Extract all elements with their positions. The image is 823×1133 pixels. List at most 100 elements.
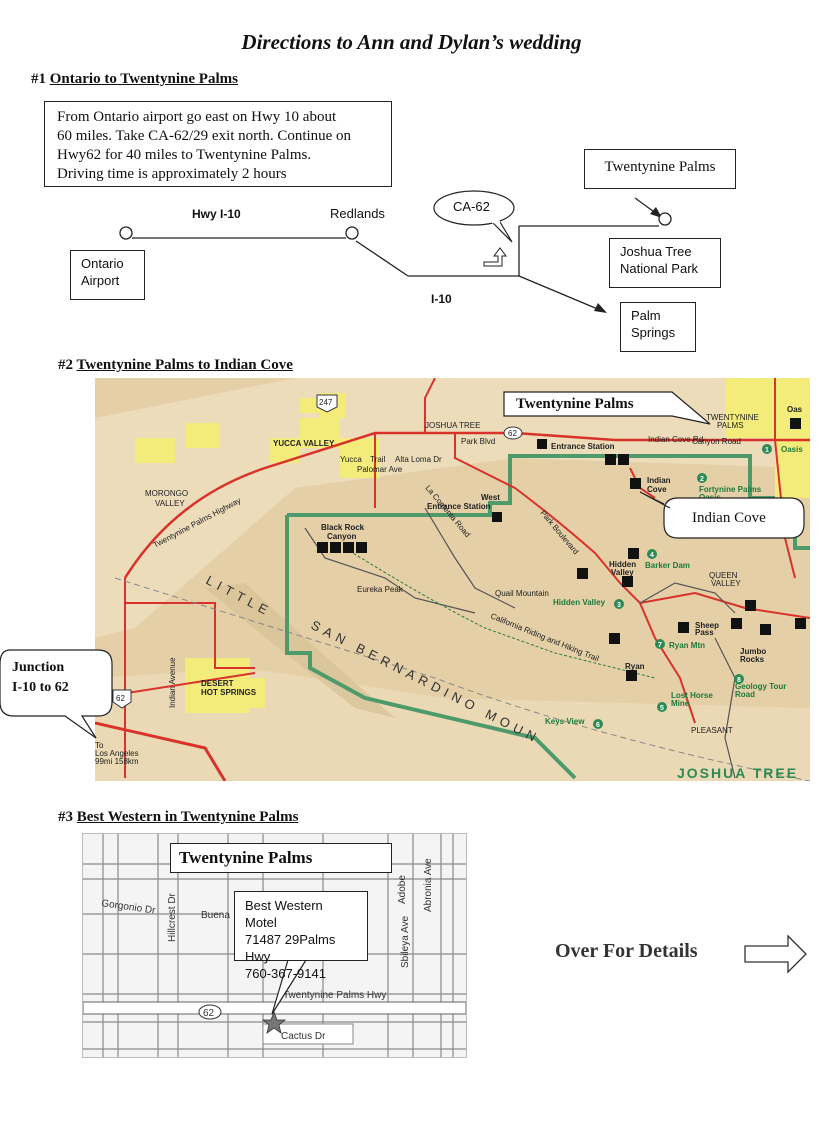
campground-icons — [317, 418, 806, 681]
joshua-tree-town-label: JOSHUA TREE — [425, 421, 480, 430]
redlands-node — [345, 226, 359, 240]
i10-label: I-10 — [431, 292, 452, 306]
west-label: West — [481, 493, 500, 502]
hwy-street-label: Twentynine Palms Hwy — [283, 990, 386, 1001]
sbileya-street-label: Sbileya Ave — [400, 915, 411, 968]
motel-info-box: Best Western Motel 71487 29Palms Hwy 760… — [234, 891, 368, 981]
marker-2-icon — [697, 473, 707, 483]
park-map: YUCCA VALLEY JOSHUA TREE MORONGO VALLEY … — [95, 378, 810, 781]
national-park-label: National Park — [620, 261, 699, 276]
over-for-details-text: Over For Details — [555, 940, 698, 962]
distance-label: 99mi 158km — [95, 757, 139, 766]
ca62-label: CA-62 — [453, 199, 490, 214]
indian-label: Indian — [647, 476, 671, 485]
ontario-label: Ontario — [81, 256, 124, 271]
canyon-road-label: Canyon Road — [692, 437, 741, 446]
motel-address: 71487 29Palms Hwy — [245, 932, 336, 964]
town-areas — [135, 378, 810, 713]
svg-text:62: 62 — [203, 1008, 215, 1019]
camp-icon — [537, 439, 547, 449]
svg-text:1: 1 — [765, 447, 769, 454]
svg-text:4: 4 — [650, 552, 654, 559]
quail-label: Quail Mountain — [495, 589, 549, 598]
oasis-top-label: Oas — [787, 405, 803, 414]
page-title: Directions to Ann and Dylan’s wedding — [241, 30, 582, 54]
svg-text:2: 2 — [700, 476, 704, 483]
twentynine-arrow-icon — [650, 207, 662, 218]
fortynine-label: Fortynine Palms — [699, 485, 762, 494]
directions-text-box: From Ontario airport go east on Hwy 10 a… — [44, 101, 392, 187]
oasis-right-label: Oasis — [781, 445, 803, 454]
route-62-badge-icon: 62 — [198, 1004, 222, 1020]
camp-icon — [609, 633, 620, 644]
to-label: To — [95, 741, 104, 750]
junction-callout-text: Junction I-10 to 62 — [12, 658, 69, 698]
camp-icon — [630, 478, 641, 489]
camp-icon — [577, 568, 588, 579]
section3-number: #3 — [58, 809, 73, 825]
marker-3-icon — [614, 599, 624, 609]
lost-horse-label: Lost Horse — [671, 691, 713, 700]
camp-icon — [626, 670, 637, 681]
geology-road-label: Road — [735, 690, 755, 699]
svg-text:7: 7 — [658, 642, 662, 649]
section1-heading: #1 Ontario to Twentynine Palms — [31, 71, 238, 88]
palm-label: Palm — [631, 308, 661, 323]
eureka-label: Eureka Peak — [357, 585, 404, 594]
junction-callout — [0, 649, 113, 739]
ontario-node — [119, 226, 133, 240]
pleasant-label: PLEASANT — [691, 726, 733, 735]
marker-4-icon — [647, 549, 657, 559]
camp-icon — [356, 542, 367, 553]
motel-name: Best Western Motel — [245, 898, 323, 930]
svg-text:8: 8 — [737, 677, 741, 684]
right-arrow-icon — [744, 934, 807, 974]
twentynine-small-label: TWENTYNINE — [706, 413, 759, 422]
camp-icon — [618, 454, 629, 465]
section3-heading: #3 Best Western in Twentynine Palms — [58, 809, 298, 826]
twentynine-node — [658, 212, 672, 226]
yucca-valley-label: YUCCA VALLEY — [273, 439, 335, 448]
route-247-shield: 247 — [316, 394, 338, 413]
camp-icon — [678, 622, 689, 633]
adobe-street-label: Adobe — [397, 875, 408, 904]
marker-8-icon — [734, 674, 744, 684]
ryan-mtn-label: Ryan Mtn — [669, 641, 705, 650]
site-markers — [593, 444, 772, 729]
junction-label: Junction — [12, 660, 65, 675]
svg-text:62: 62 — [508, 429, 517, 438]
hidden-valley-label-2: Valley — [611, 568, 634, 577]
ca62-bubble — [433, 190, 515, 226]
canyon-label: Canyon — [327, 532, 356, 541]
queen-label: QUEEN — [709, 571, 738, 580]
barker-dam-label: Barker Dam — [645, 561, 690, 570]
hidden-valley-label: Hidden Valley — [553, 598, 606, 607]
park-blvd-top-label: Park Blvd — [461, 437, 495, 446]
desert-label: DESERT — [201, 679, 234, 688]
cove-label: Cove — [647, 485, 667, 494]
camp-icon — [343, 542, 354, 553]
camp-icon — [622, 576, 633, 587]
camp-icon — [605, 454, 616, 465]
hwy-i10-label: Hwy I-10 — [192, 207, 241, 221]
cactus-street-label: Cactus Dr — [281, 1031, 326, 1042]
camp-icon — [760, 624, 771, 635]
ryan-label: Ryan — [625, 662, 645, 671]
camp-icon — [790, 418, 801, 429]
svg-text:247: 247 — [319, 398, 333, 407]
geology-label: Geology Tour — [735, 682, 786, 691]
joshua-tree-park-label: JOSHUA TREE — [677, 765, 798, 781]
section2-heading: #2 Twentynine Palms to Indian Cove — [58, 357, 293, 374]
redlands-connector-line — [355, 240, 409, 277]
indian-cove-rd-label: Indian Cove Rd — [648, 435, 703, 444]
indian-cove-callout-text: Indian Cove — [692, 510, 766, 526]
west-entrance-label: Entrance Station — [427, 502, 491, 511]
camp-icon — [628, 548, 639, 559]
section1-title: Ontario to Twentynine Palms — [49, 71, 238, 87]
turn-arrow-icon — [483, 247, 507, 267]
marker-6-icon — [593, 719, 603, 729]
street-map-title: Twentynine Palms — [170, 843, 392, 873]
marker-7-icon — [655, 639, 665, 649]
mine-label: Mine — [671, 699, 690, 708]
section2-title: Twentynine Palms to Indian Cove — [76, 357, 293, 373]
